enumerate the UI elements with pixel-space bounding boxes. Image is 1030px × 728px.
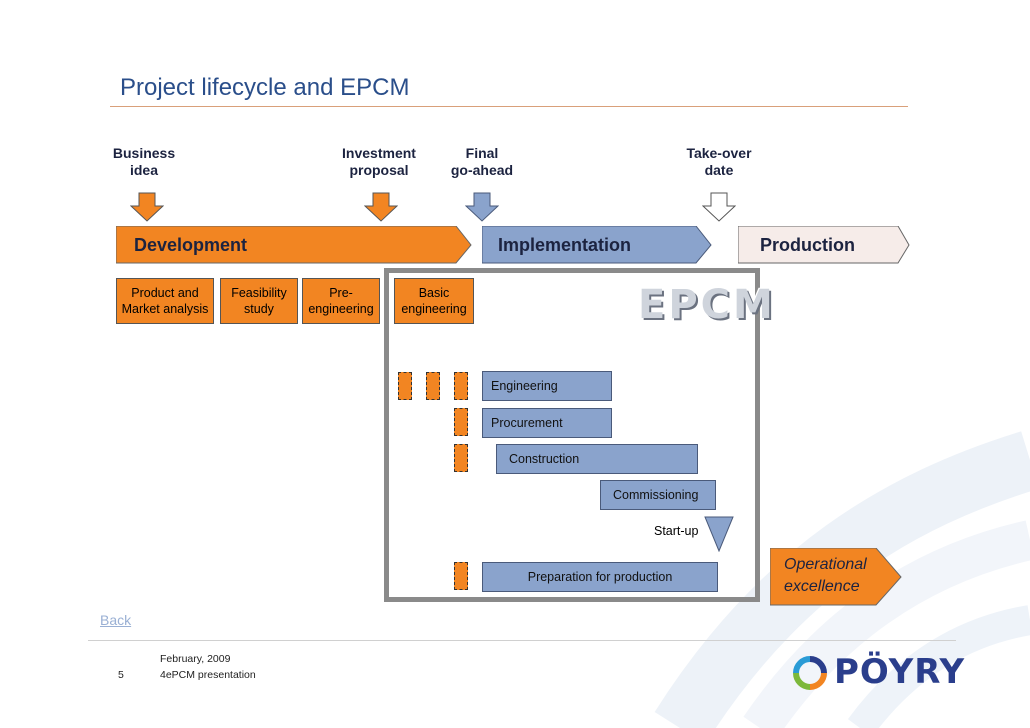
dashed-marker	[398, 372, 412, 400]
chevron-shape	[116, 226, 472, 264]
epcm-scope-frame	[384, 268, 760, 602]
dashed-marker	[426, 372, 440, 400]
step-pre-engineering: Pre-engineering	[302, 278, 380, 324]
bar-engineering: Engineering	[482, 371, 612, 401]
footer-date: February, 2009	[160, 653, 231, 665]
poyry-logo: PÖYRY	[834, 652, 966, 692]
dashed-marker	[454, 444, 468, 472]
title-divider	[110, 106, 908, 107]
startup-label: Start-up	[654, 524, 699, 538]
footer-presentation: 4ePCM presentation	[160, 669, 256, 681]
phase-implementation: Implementation	[482, 226, 712, 264]
dashed-marker	[454, 408, 468, 436]
footer-divider	[88, 640, 956, 641]
phase-production: Production	[738, 226, 910, 264]
bar-procurement: Procurement	[482, 408, 612, 438]
chevron-shape	[738, 226, 910, 264]
bar-commissioning: Commissioning	[600, 480, 716, 510]
milestone-take-over-date: Take-over date	[686, 145, 752, 178]
arrow-down-icon	[130, 192, 164, 222]
arrow-down-icon	[465, 192, 499, 222]
chevron-shape	[770, 548, 902, 606]
arrow-down-icon	[702, 192, 736, 222]
bar-preparation-for-production: Preparation for production	[482, 562, 718, 592]
page-number: 5	[118, 669, 124, 681]
arrow-down-icon	[364, 192, 398, 222]
milestone-final-go-ahead: Final go-ahead	[450, 145, 514, 178]
milestone-investment-proposal: Investment proposal	[342, 145, 416, 178]
milestone-business-idea: Business idea	[112, 145, 176, 178]
dashed-marker	[454, 372, 468, 400]
bar-construction: Construction	[496, 444, 698, 474]
triangle-down-icon	[704, 516, 734, 552]
phase-development: Development	[116, 226, 472, 264]
operational-excellence: Operational excellence	[770, 548, 902, 606]
back-link[interactable]: Back	[100, 612, 132, 628]
epcm-logo: EPCM	[638, 282, 776, 328]
page-title: Project lifecycle and EPCM	[120, 74, 410, 101]
poyry-logo-icon	[793, 656, 827, 690]
chevron-shape	[482, 226, 712, 264]
dashed-marker	[454, 562, 468, 590]
